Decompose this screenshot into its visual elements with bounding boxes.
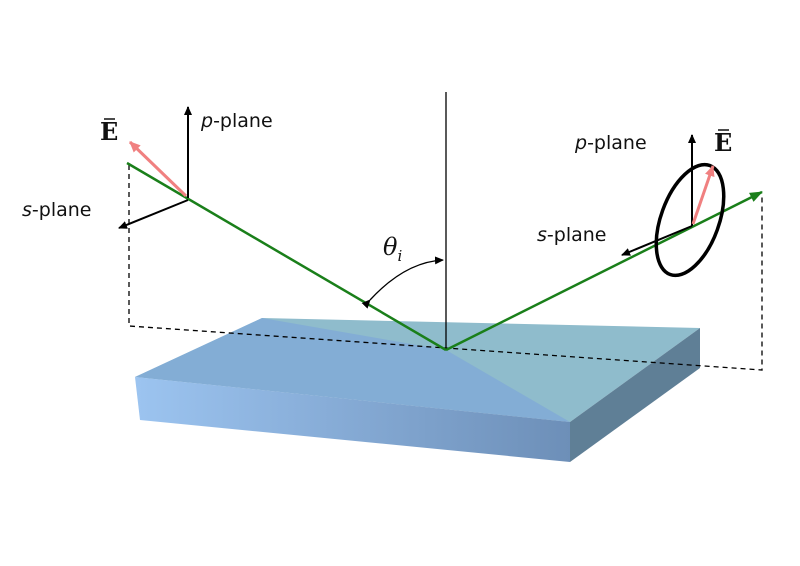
incident-p-plane-label: p-plane [200, 110, 273, 132]
reflected-beam [445, 190, 763, 352]
incident-s-axis-arrow [118, 199, 189, 229]
slab-side-face [570, 328, 700, 462]
reflected-field-vector [691, 165, 715, 225]
incident-field-vector [128, 140, 188, 198]
reflected-polarization: p-plane s-plane E [537, 128, 732, 278]
slab-top-face-shade [135, 318, 570, 422]
incident-field-label: E [100, 117, 118, 146]
incident-beam [126, 161, 447, 352]
polarization-ellipse [654, 162, 726, 278]
reflected-field-label: E [714, 128, 732, 157]
incident-s-plane-label: s-plane [22, 199, 91, 221]
sample-slab [135, 318, 700, 462]
slab-front-face [135, 377, 570, 462]
incident-polarization: p-plane s-plane E [22, 106, 273, 229]
incidence-angle-label: θi [383, 233, 402, 265]
reflected-p-plane-label: p-plane [574, 132, 647, 154]
reflected-s-plane-label: s-plane [537, 224, 606, 246]
reflected-s-axis-arrow [621, 225, 693, 256]
incidence-angle-arc [361, 256, 444, 309]
